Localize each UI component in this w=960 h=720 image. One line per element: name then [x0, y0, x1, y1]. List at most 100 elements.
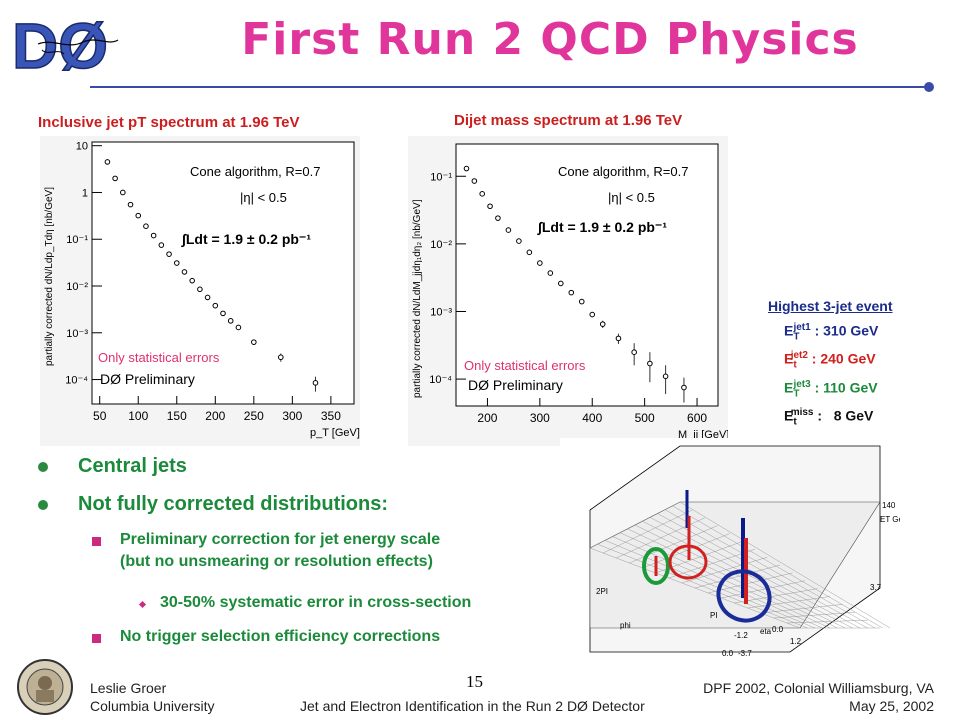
event-row-jet1: ETjet1 : 310 GeV — [784, 322, 934, 342]
subsubbullet-diamond — [138, 600, 147, 609]
lego-grid-line — [760, 604, 843, 614]
subbullet-square — [92, 634, 101, 643]
event-row-label: E — [784, 322, 794, 339]
lego-grid-line — [603, 509, 693, 554]
bullet-central-jets: Central jets — [78, 455, 187, 477]
plot1-data-point — [181, 269, 188, 275]
plot1-data-point — [127, 201, 134, 208]
event-row-sup: miss — [790, 407, 814, 419]
event-row-jet3: ETjet3 : 110 GeV — [784, 379, 934, 399]
plot2-legend-algo: Cone algorithm, R=0.7 — [558, 164, 688, 179]
plot1-xtick-label: 50 — [93, 409, 107, 423]
plot1-ytick-label: 1 — [82, 187, 88, 199]
subbullet-jes-correction-cont: (but no unsmearing or resolution effects… — [120, 553, 433, 570]
plot2-data-point — [615, 335, 622, 342]
lego-grid-line — [664, 509, 876, 629]
event-row-sub: t — [793, 359, 797, 371]
plot1-data-point — [150, 232, 157, 239]
lego-eta-0: 0.0 — [772, 625, 784, 634]
plot2-data-point — [589, 311, 596, 318]
slide-title: First Run 2 QCD Physics — [241, 14, 859, 65]
plot1-data-point — [173, 260, 180, 266]
footer-conference: DPF 2002, Colonial Williamsburg, VA — [703, 680, 934, 696]
event-row-miss: Etmiss : 8 GeV — [784, 407, 934, 427]
event-row-sub: T — [793, 331, 800, 343]
university-seal-icon — [17, 659, 73, 715]
lego-eta-3p7: 3.7 — [870, 583, 882, 592]
lego-pi: PI — [710, 611, 718, 620]
event-row-label: E — [784, 351, 794, 368]
plot1-note: Only statistical errors — [98, 350, 220, 365]
plot1-data-point — [220, 310, 226, 317]
plot2-ytick-label: 10⁻³ — [430, 306, 452, 318]
event-row-sup: jet3 — [793, 378, 811, 390]
plot1-data-point — [235, 324, 242, 331]
lego-et-max: 140 — [882, 501, 896, 510]
lego-grid — [589, 501, 891, 629]
plot2-data-point — [537, 260, 543, 266]
event-row-value: : 240 GeV — [807, 351, 876, 368]
footer-talk-title: Jet and Electron Identification in the R… — [300, 698, 645, 714]
plot1-legend-algo: Cone algorithm, R=0.7 — [190, 164, 320, 179]
title-divider — [90, 86, 930, 88]
plot1-ytick-label: 10⁻⁴ — [65, 375, 88, 387]
logo-text: DØ — [12, 10, 108, 78]
plot1-xtick-label: 100 — [128, 409, 148, 423]
plot1-data-point — [212, 302, 219, 309]
plot2-note: Only statistical errors — [464, 358, 586, 373]
plot1-xtick-label: 150 — [167, 409, 187, 423]
plot2-data-point — [463, 165, 470, 172]
plot2-data-point — [647, 360, 653, 367]
event-row-sup: jet2 — [790, 350, 808, 362]
lego-eta-label: eta — [760, 627, 772, 636]
lego-event-display: 140 ET GeV 2PI phi PI eta 3.7 1.2 0.0 -1… — [560, 438, 900, 660]
plot1-data-point — [158, 242, 165, 248]
lego-grid-line — [589, 501, 681, 549]
plot2-data-point — [599, 321, 606, 327]
plot1-data-point — [197, 286, 203, 293]
lego-grid-line — [721, 580, 806, 599]
lego-grid-line — [604, 540, 816, 629]
plot1-data-point — [189, 277, 195, 284]
plot1-ylabel: partially corrected dN/Ldp_Tdη [nb/GeV] — [44, 187, 55, 366]
lego-zero: 0.0 — [722, 649, 734, 658]
plot1-data-point — [251, 339, 257, 345]
plot1-ytick-label: 10 — [76, 141, 88, 153]
plot2-xtick-label: 600 — [687, 411, 707, 425]
plot2-ytick-label: 10⁻¹ — [430, 171, 452, 183]
plot1-data-point — [277, 354, 284, 361]
do-logo: DØ — [8, 8, 138, 83]
plot2-frame — [455, 143, 719, 407]
event-title: Highest 3-jet event — [768, 298, 893, 314]
footer-institution: Columbia University — [90, 698, 215, 714]
plot1-ytick-label: 10⁻¹ — [66, 234, 88, 246]
plot1-data-point — [112, 175, 118, 182]
page-number: 15 — [466, 672, 483, 691]
plot1-xtick-label: 350 — [321, 409, 341, 423]
do-logo-graphic: DØ — [11, 9, 119, 83]
plot1-xlabel: p_T [GeV] — [310, 427, 360, 439]
title-divider-cap — [924, 82, 934, 92]
plot1-lumi: ∫Ldt = 1.9 ± 0.2 pb⁻¹ — [181, 231, 311, 248]
plot2-data-point — [631, 349, 637, 355]
jet3-circle — [642, 547, 670, 585]
lego-grid-line — [734, 588, 818, 604]
plot2-data-point — [505, 227, 512, 233]
bullet-not-fully-corrected: Not fully corrected distributions: — [78, 493, 389, 515]
lego-grid-line — [634, 524, 846, 629]
event-row-value: : 8 GeV — [813, 408, 874, 425]
subbullet-trigger-efficiency: No trigger selection efficiency correcti… — [120, 628, 441, 645]
event-row-value: : 310 GeV — [810, 322, 879, 339]
lego-grid-line — [681, 556, 768, 584]
plot1-points — [104, 159, 319, 392]
plot2-points — [463, 165, 687, 403]
lego-grid-line — [694, 564, 781, 589]
plot1-data-point — [120, 189, 126, 196]
plot2-ylabel: partially corrected dN/LdM_jjdη₁dη₂ [nb/… — [412, 199, 423, 398]
plot1-data-point — [204, 294, 211, 301]
plot2-ytick-label: 10⁻⁴ — [429, 374, 452, 386]
lego-eta-1p2: 1.2 — [790, 637, 802, 646]
